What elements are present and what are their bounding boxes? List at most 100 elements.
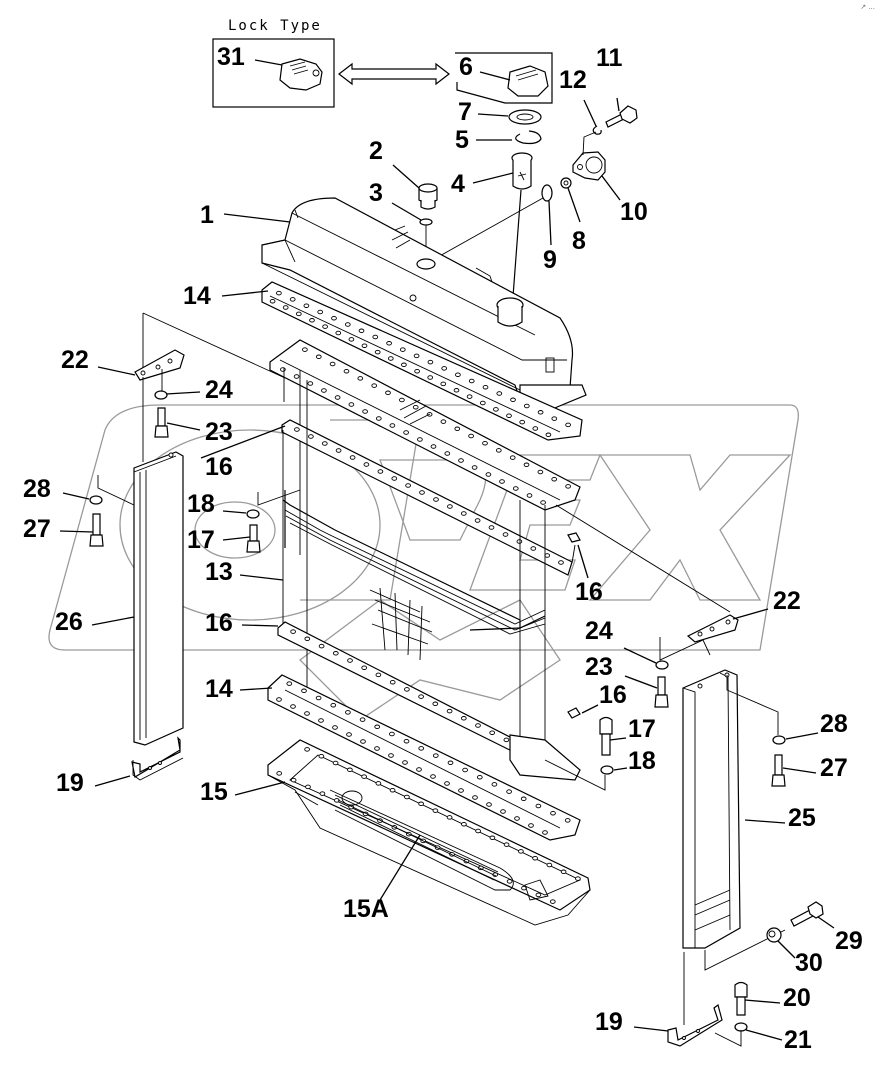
bolt-hole xyxy=(542,830,548,835)
bolt-hole xyxy=(455,372,461,377)
callout-25[interactable]: 25 xyxy=(788,804,816,832)
bolt-hole xyxy=(432,701,439,707)
bolt-hole xyxy=(458,458,464,463)
bolt-hole xyxy=(389,423,396,428)
washer-21-drawing xyxy=(734,1022,748,1032)
callout-17-right[interactable]: 17 xyxy=(628,715,656,743)
bolt-hole xyxy=(404,794,410,800)
bolt-hole xyxy=(537,469,544,475)
bolt-hole xyxy=(432,808,439,813)
callout-19-right[interactable]: 19 xyxy=(595,1008,623,1036)
callout-2[interactable]: 2 xyxy=(369,137,383,165)
callout-19-left[interactable]: 19 xyxy=(56,769,84,797)
bolt-hole xyxy=(446,708,453,714)
bolt-hole xyxy=(474,518,481,523)
callout-27-right[interactable]: 27 xyxy=(820,754,848,782)
callout-14-upper[interactable]: 14 xyxy=(183,282,211,310)
callout-17-left[interactable]: 17 xyxy=(187,526,215,554)
callout-6[interactable]: 6 xyxy=(459,53,473,81)
bolt-hole xyxy=(506,789,512,794)
bolt-hole xyxy=(290,777,297,783)
callout-15[interactable]: 15 xyxy=(200,778,228,806)
bolt-hole xyxy=(495,448,502,453)
callout-18-right[interactable]: 18 xyxy=(628,747,656,775)
callout-15A[interactable]: 15A xyxy=(343,895,389,923)
bolt-hole xyxy=(412,404,419,410)
bolt-hole xyxy=(319,791,326,796)
callout-29[interactable]: 29 xyxy=(835,927,863,955)
callout-23-left[interactable]: 23 xyxy=(205,418,233,446)
callout-14-lower[interactable]: 14 xyxy=(205,675,233,703)
callout-16-right-lower[interactable]: 16 xyxy=(599,681,627,709)
bolt-hole xyxy=(309,318,315,323)
bolt-hole xyxy=(530,546,537,551)
bolt-hole xyxy=(418,746,425,751)
callout-27-left[interactable]: 27 xyxy=(23,515,51,543)
bolt-hole xyxy=(402,760,408,765)
callout-11[interactable]: 11 xyxy=(596,44,623,72)
callout-7[interactable]: 7 xyxy=(458,98,472,126)
bolt-hole xyxy=(361,774,367,779)
bracket-22-right-drawing xyxy=(686,614,739,643)
bolt-hole xyxy=(276,290,282,296)
washer-24-left-drawing xyxy=(154,390,168,400)
bolt-hole xyxy=(475,723,481,728)
bolt-hole xyxy=(332,760,339,766)
callout-9[interactable]: 9 xyxy=(543,246,557,274)
bolt-hole xyxy=(458,788,464,793)
bolt-hole xyxy=(315,695,322,701)
callout-24-right[interactable]: 24 xyxy=(585,617,613,645)
callout-8[interactable]: 8 xyxy=(572,227,586,255)
callout-30[interactable]: 30 xyxy=(795,949,823,977)
bolt-hole xyxy=(510,397,516,403)
callout-26[interactable]: 26 xyxy=(55,608,83,636)
callout-31[interactable]: 31 xyxy=(217,43,245,71)
bolt-hole xyxy=(447,504,453,509)
callout-13[interactable]: 13 xyxy=(205,558,233,586)
filler-neck-4-drawing xyxy=(511,152,533,190)
bolt-hole xyxy=(496,391,503,396)
bolt-hole xyxy=(479,400,486,406)
bolt-hole xyxy=(564,818,571,823)
callout-4[interactable]: 4 xyxy=(451,170,465,198)
bolt-hole xyxy=(544,553,551,558)
bolt-hole xyxy=(375,672,382,678)
washer-28-right-drawing xyxy=(772,735,786,745)
bolt-hole xyxy=(385,390,391,396)
callout-22-left[interactable]: 22 xyxy=(61,346,89,374)
bolt-hole xyxy=(482,384,489,390)
bolt-hole xyxy=(550,810,556,816)
callout-12[interactable]: 12 xyxy=(559,66,587,94)
bolt-hole xyxy=(535,892,542,898)
callout-28-right[interactable]: 28 xyxy=(820,710,848,738)
bolt-hole xyxy=(391,476,398,481)
callout-18-left[interactable]: 18 xyxy=(187,490,215,518)
bolt-hole xyxy=(475,828,481,834)
bolt-hole xyxy=(460,511,467,516)
callout-20[interactable]: 20 xyxy=(783,984,811,1012)
bolt-hole xyxy=(374,724,381,730)
callout-23-right[interactable]: 23 xyxy=(585,653,613,681)
callout-5[interactable]: 5 xyxy=(455,126,469,154)
callout-1[interactable]: 1 xyxy=(200,201,214,229)
side-plate-25-right-drawing xyxy=(682,669,786,971)
core-lower-header xyxy=(509,734,581,781)
bolt-hole xyxy=(489,730,496,735)
callout-10[interactable]: 10 xyxy=(620,198,648,226)
bolt-hole xyxy=(519,419,526,425)
callout-28-left[interactable]: 28 xyxy=(23,475,51,503)
bolt-hole xyxy=(489,835,496,841)
callout-3[interactable]: 3 xyxy=(369,179,383,207)
callout-21[interactable]: 21 xyxy=(784,1026,812,1054)
bolt-hole xyxy=(318,753,325,759)
washer-28-left-drawing xyxy=(89,495,103,505)
callout-24-left[interactable]: 24 xyxy=(205,376,233,404)
bolt-hole xyxy=(304,711,310,716)
callout-16-lower-left[interactable]: 16 xyxy=(205,609,233,637)
washer-12-drawing xyxy=(592,125,602,135)
valve-10-drawing xyxy=(572,151,606,181)
callout-16-upper-left[interactable]: 16 xyxy=(205,453,233,481)
callout-16-right-upper[interactable]: 16 xyxy=(575,578,603,606)
callout-22-right[interactable]: 22 xyxy=(773,587,801,615)
lower-gasket-14-drawing xyxy=(267,674,581,841)
